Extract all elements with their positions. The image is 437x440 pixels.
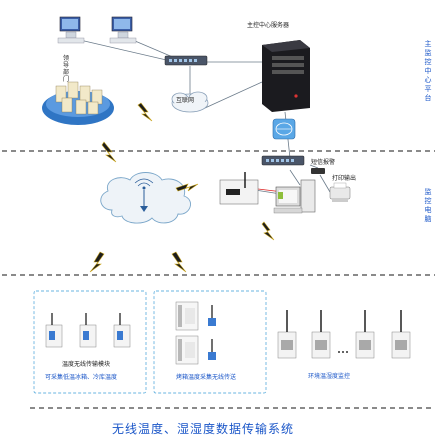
- cold-storage-label: 可采集低温冰箱、冷库温度: [45, 374, 118, 381]
- monitor-switch-icon: [261, 155, 305, 166]
- side-label-monitor-pc: 监控电脑: [424, 188, 432, 223]
- side-label-control-center: 主监控中心平台: [424, 40, 432, 102]
- leader-computer-icon-2: [109, 16, 137, 44]
- lightning-icon: [137, 102, 153, 122]
- monitoring-computer-icon: [273, 179, 316, 214]
- temperature-module-group: [45, 313, 131, 348]
- lightning-bolts: [89, 102, 275, 273]
- internet-globe-icon: [272, 118, 296, 140]
- leader-label: 领导部门: [63, 55, 70, 83]
- lightning-icon: [261, 221, 275, 241]
- internet-label: 互联网: [176, 97, 195, 104]
- temperature-module-icon: [45, 313, 63, 348]
- wireless-cloud-icon: [100, 172, 191, 224]
- print-label: 打印输出: [332, 175, 357, 182]
- server-tower-icon: [262, 40, 310, 112]
- server-label: 主控中心服务器: [247, 22, 290, 29]
- lightning-icon: [171, 251, 187, 273]
- env-sensor-icon: [355, 310, 375, 359]
- separator-lines: [2, 150, 435, 409]
- lightning-icon: [89, 251, 105, 273]
- module-label: 温度无线传输模块: [62, 361, 111, 368]
- printer-icon: [329, 182, 351, 202]
- leader-computer-icon: [57, 16, 85, 44]
- cold-storage-sensor-box: [33, 290, 147, 394]
- temperature-module-icon: [113, 313, 131, 348]
- wireless-gateway-icon: [219, 172, 259, 205]
- diagram-title: 无线温度、湿湿度数据传输系统: [112, 422, 295, 436]
- env-sensor-icon: [311, 310, 331, 359]
- ellipsis-dots-icon: [338, 351, 348, 353]
- lightning-icon: [101, 141, 117, 163]
- environment-label: 环境温湿度监控: [308, 373, 351, 380]
- internet-cloud-icon: [171, 91, 209, 113]
- oven-module-icon: [175, 301, 216, 331]
- temperature-module-icon: [79, 313, 97, 348]
- server-cluster-icon: [42, 81, 114, 125]
- sms-label: 短信报警: [311, 159, 336, 166]
- environment-sensor-group: [277, 310, 411, 359]
- lightning-icon: [175, 183, 199, 192]
- oven-module-icon: [175, 335, 216, 365]
- env-sensor-icon: [391, 310, 411, 359]
- oven-module-group: [175, 301, 216, 365]
- network-switch-icon: [164, 55, 208, 66]
- env-sensor-icon: [277, 310, 297, 359]
- sms-modem-icon: [311, 168, 325, 174]
- oven-label: 烤箱温度采集无线传送: [176, 374, 237, 381]
- oven-sensor-box: [153, 290, 267, 394]
